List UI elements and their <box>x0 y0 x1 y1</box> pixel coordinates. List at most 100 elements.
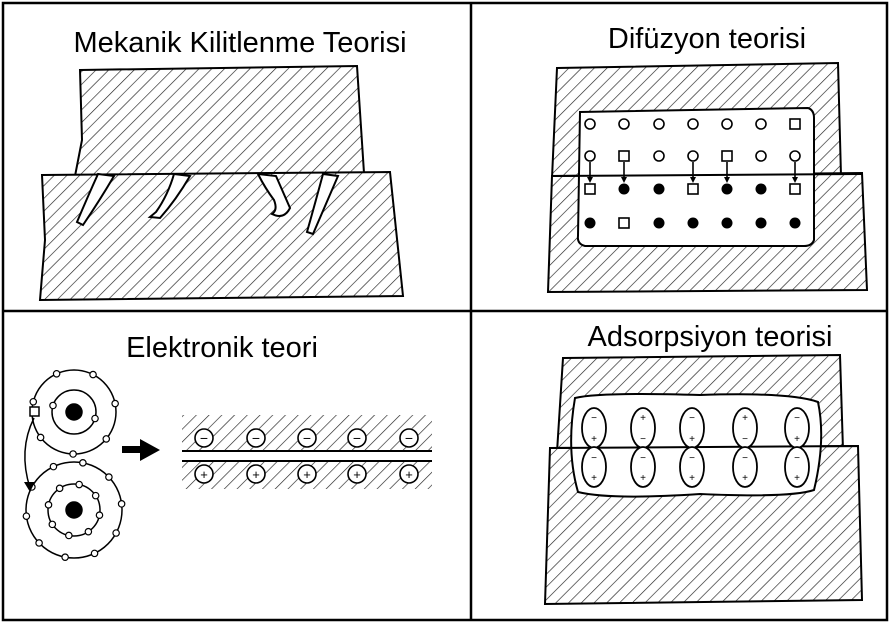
molecule-filled-dot <box>653 217 665 229</box>
electron <box>75 480 83 489</box>
dipole-sign: − <box>794 413 800 424</box>
positive-charge <box>297 464 317 484</box>
molecule-open-circle <box>687 150 699 162</box>
penetration-2 <box>147 172 192 220</box>
negative-charge <box>246 428 266 448</box>
electron <box>36 433 45 442</box>
interface-line <box>549 445 859 449</box>
dipole-sign: + <box>689 434 695 445</box>
electron <box>61 553 69 561</box>
panel-title-electronic: Elektronik teori <box>126 332 318 364</box>
nucleus <box>65 501 83 519</box>
electron <box>29 397 38 406</box>
molecule-grid <box>584 118 801 229</box>
dipole-sign: − <box>689 453 695 464</box>
molecule-open-circle <box>584 118 596 130</box>
atom-lower <box>25 461 123 559</box>
plus-sign: + <box>200 467 208 482</box>
molecule-filled-dot <box>653 183 665 195</box>
positive-charge <box>399 464 419 484</box>
dipole-sign: + <box>742 473 748 484</box>
dipole-sign: + <box>794 434 800 445</box>
electron <box>89 370 97 379</box>
dipole-sign: − <box>591 413 597 424</box>
transition-arrow-icon <box>122 439 160 461</box>
molecule-open-circle <box>584 150 596 162</box>
electron-transfer-arrow <box>24 417 35 489</box>
negative-charge <box>194 428 214 448</box>
negative-charge <box>297 428 317 448</box>
electron <box>84 527 93 536</box>
arrowhead-icon <box>621 177 627 183</box>
molecule-filled-dot <box>789 217 801 229</box>
negative-charge <box>399 428 419 448</box>
minus-sign: − <box>303 430 311 446</box>
electron <box>95 511 104 519</box>
electron <box>49 401 57 410</box>
dipole-sign: − <box>640 453 646 464</box>
panel-mechanical: Mekanik Kilitlenme Teorisi <box>38 27 407 302</box>
dipole-lower <box>679 446 705 488</box>
electron <box>44 501 53 509</box>
adhesive-penetrations <box>75 172 340 236</box>
molecule-open-circle <box>789 150 801 162</box>
minus-sign: − <box>353 430 361 446</box>
molecule-filled-dot <box>721 183 733 195</box>
molecule-open-circle <box>653 150 665 162</box>
dipole-sign: − <box>689 413 695 424</box>
electron <box>111 399 119 408</box>
electron-shell <box>51 389 97 435</box>
dipole-sign: + <box>742 413 748 424</box>
minus-sign: − <box>200 430 208 446</box>
nucleus <box>65 403 83 421</box>
molecule-square <box>584 183 596 195</box>
electrons <box>22 369 126 561</box>
penetration-1 <box>75 172 116 227</box>
dipole-sign: − <box>794 453 800 464</box>
electron <box>69 450 77 458</box>
electron <box>49 462 58 471</box>
electron-shell <box>47 483 101 537</box>
dipole-sign: + <box>794 473 800 484</box>
electron <box>91 491 100 500</box>
molecule-open-circle <box>755 118 767 130</box>
panel-diffusion: Difüzyon teorisi <box>546 23 869 294</box>
molecule-square <box>618 150 630 162</box>
electron <box>91 414 99 423</box>
positive-charge <box>246 464 266 484</box>
electron <box>55 484 64 493</box>
arrowhead-icon <box>587 177 593 183</box>
dipole-sign: − <box>591 453 597 464</box>
dipole-lower <box>784 446 810 488</box>
arrowhead-icon <box>724 177 730 183</box>
electron <box>90 549 99 558</box>
penetration-3 <box>256 172 292 217</box>
electron <box>79 459 87 467</box>
electron <box>117 500 126 508</box>
electron <box>48 520 57 529</box>
dipole-lower <box>732 446 758 488</box>
dipole-sign: − <box>640 434 646 445</box>
electron <box>35 539 43 547</box>
molecule-filled-dot <box>618 183 630 195</box>
plus-sign: + <box>353 467 361 482</box>
positive-charge <box>347 464 367 484</box>
electron-shell <box>25 461 123 559</box>
arrowhead-icon <box>24 482 35 492</box>
dipole-sign: + <box>591 473 597 484</box>
molecule-open-circle <box>653 118 665 130</box>
panel-title-mechanical: Mekanik Kilitlenme Teorisi <box>73 27 406 59</box>
panel-adsorption: Adsorpsiyon teorisi −+−++−−+−+−++−−+−+−+ <box>543 321 864 606</box>
panel-electronic: Elektronik teori −+−+−+−+−+ <box>22 332 432 561</box>
dipole-lower <box>581 446 607 488</box>
molecule-filled-dot <box>755 183 767 195</box>
minus-sign: − <box>405 430 413 446</box>
molecule-open-circle <box>755 150 767 162</box>
plus-sign: + <box>405 467 413 482</box>
positive-charge <box>194 464 214 484</box>
dipole-sign: + <box>640 473 646 484</box>
dipole-sign: + <box>591 434 597 445</box>
molecule-filled-dot <box>584 217 596 229</box>
electron <box>105 473 113 481</box>
